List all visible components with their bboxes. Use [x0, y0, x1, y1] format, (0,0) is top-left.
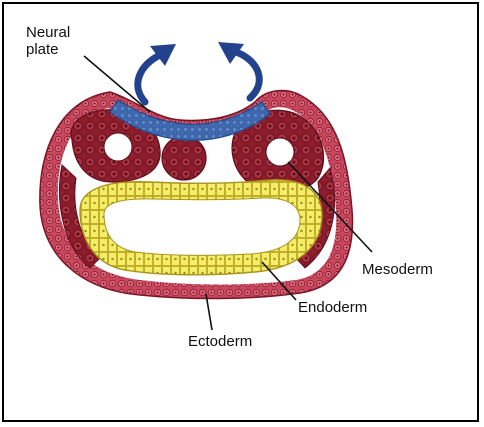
notochord	[162, 136, 206, 180]
label-neural-plate-line2: plate	[26, 41, 59, 58]
curved-arrow-up-right-icon	[218, 42, 259, 98]
curved-arrow-up-left-icon	[138, 44, 176, 102]
gut-cavity	[104, 198, 300, 255]
label-mesoderm: Mesoderm	[362, 261, 433, 278]
label-neural-plate-line1: Neural	[26, 24, 70, 41]
label-endoderm: Endoderm	[298, 299, 367, 316]
mesoderm-left-cavity	[104, 133, 132, 161]
mesoderm-right-cavity	[266, 138, 294, 166]
ectoderm-leader	[206, 294, 212, 330]
label-ectoderm: Ectoderm	[188, 333, 252, 350]
